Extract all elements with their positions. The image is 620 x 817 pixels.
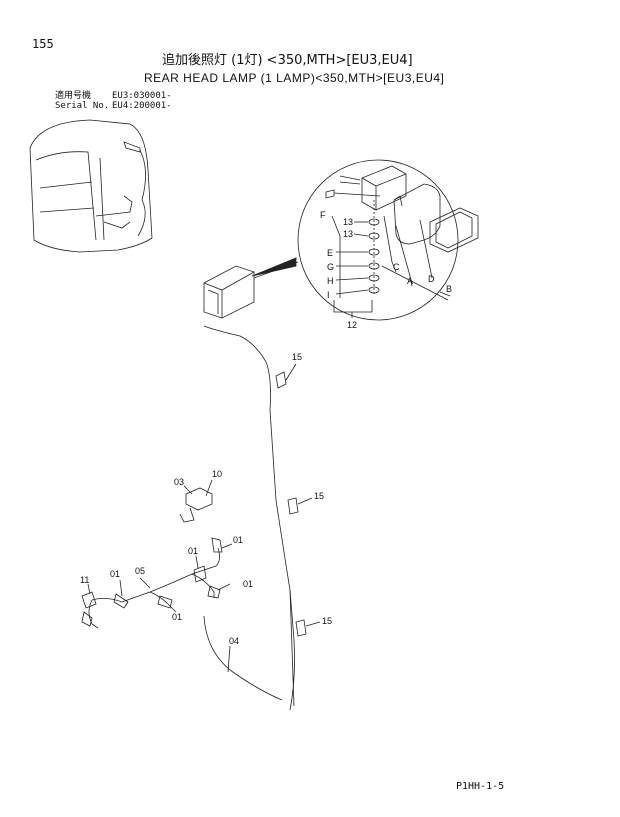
fastener-stack	[325, 189, 381, 296]
callout-01-top: 01	[188, 546, 198, 556]
callout-15-lower: 15	[322, 616, 332, 626]
serial-range-eu4: EU4:200001-	[112, 101, 172, 111]
leader-15-middle	[297, 497, 313, 505]
callout-01-bottom: 01	[172, 612, 182, 622]
leader-15-lower	[305, 621, 321, 627]
callout-I: I	[327, 290, 330, 300]
callout-04: 04	[229, 636, 239, 646]
callout-E: E	[327, 248, 333, 258]
clamp-15-middle	[287, 497, 299, 515]
rear-lamp-assembly	[203, 265, 255, 319]
callout-01-right-top: 01	[233, 535, 243, 545]
leader-15-upper	[285, 363, 297, 381]
callout-12: 12	[347, 320, 357, 330]
callout-C: C	[393, 262, 400, 272]
harness-cable-04	[203, 325, 295, 711]
serial-label-english: Serial No.	[55, 101, 110, 111]
callout-B: B	[446, 284, 452, 294]
callout-D: D	[428, 274, 435, 284]
lamp-exploded-detail	[339, 165, 479, 253]
callout-01-right: 01	[243, 579, 253, 589]
page-title-japanese: 追加後照灯 (1灯) <350,MTH>[EU3,EU4]	[162, 53, 413, 68]
callout-10: 10	[212, 469, 222, 479]
clamp-15-upper	[275, 371, 287, 389]
detail-circle	[297, 159, 459, 321]
callout-13a: 13	[343, 217, 353, 227]
callout-15-upper: 15	[292, 352, 302, 362]
callout-05: 05	[135, 566, 145, 576]
callout-A: A	[407, 276, 413, 286]
page-number: 155	[32, 37, 54, 51]
page-title-english: REAR HEAD LAMP (1 LAMP)<350,MTH>[EU3,EU4…	[144, 71, 445, 85]
callout-03: 03	[174, 477, 184, 487]
relay-bracket-03	[179, 479, 213, 523]
callout-H: H	[327, 276, 334, 286]
callout-13b: 13	[343, 229, 353, 239]
callout-01-left: 01	[110, 569, 120, 579]
detail-arrow	[251, 257, 297, 277]
callout-15-middle: 15	[314, 491, 324, 501]
harness-leader-lines	[87, 543, 233, 673]
harness-cable-04-tail	[289, 589, 295, 707]
serial-range-eu3: EU3:030001-	[112, 91, 172, 101]
clamp-15-lower	[295, 619, 307, 637]
serial-label-japanese: 適用号機	[55, 91, 92, 101]
footer-page-code: P1HH-1-5	[456, 781, 505, 792]
cab-outline	[29, 119, 153, 253]
callout-G: G	[327, 262, 334, 272]
callout-F: F	[320, 210, 326, 220]
callout-11: 11	[80, 575, 89, 585]
detail-leader-lines	[331, 215, 451, 318]
sub-harness-05	[81, 537, 223, 629]
